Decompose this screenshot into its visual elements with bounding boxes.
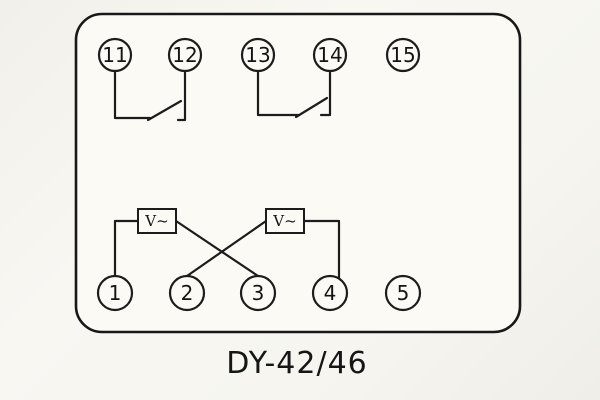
terminal-11: 11 xyxy=(97,37,133,73)
terminal-2-circle xyxy=(168,274,206,312)
terminal-13-circle xyxy=(240,37,276,73)
contact-13-14-moving-line xyxy=(319,69,332,117)
contact-11-12-blade xyxy=(146,99,183,122)
voltage-coil-2-box xyxy=(265,208,305,234)
voltage-coil-2: V~ xyxy=(265,208,305,234)
panel-outline xyxy=(74,12,522,334)
contact-11-12-moving-line xyxy=(176,69,187,122)
terminal-14: 14 xyxy=(312,37,348,73)
terminal-4: 4 xyxy=(311,274,349,312)
terminal-5-circle xyxy=(384,274,422,312)
terminal-2: 2 xyxy=(168,274,206,312)
voltage-coil-1: V~ xyxy=(137,208,177,234)
terminal-1: 1 xyxy=(96,274,134,312)
terminal-15: 15 xyxy=(385,37,421,73)
contact-11-12-fixed-line xyxy=(113,69,152,120)
wire-coil2-to-terminal4 xyxy=(302,219,341,280)
wire-coil1-to-terminal3 xyxy=(174,219,260,278)
terminal-1-circle xyxy=(96,274,134,312)
terminal-11-label: 11 xyxy=(102,43,127,67)
terminal-3: 3 xyxy=(239,274,277,312)
contact-11-12 xyxy=(113,69,187,122)
contact-13-14-blade xyxy=(294,96,329,119)
wire-terminal1-to-coil1 xyxy=(113,219,140,278)
terminal-12-circle xyxy=(167,37,203,73)
voltage-coil-1-label: V~ xyxy=(144,212,168,230)
wire-terminal2-to-coil2 xyxy=(185,219,268,278)
terminal-4-circle xyxy=(311,274,349,312)
terminal-13-label: 13 xyxy=(245,43,270,67)
coil-wiring xyxy=(113,219,341,280)
contact-13-14-fixed-line xyxy=(256,69,300,117)
terminal-3-label: 3 xyxy=(252,281,265,305)
terminal-15-circle xyxy=(385,37,421,73)
terminal-12-label: 12 xyxy=(172,43,197,67)
terminal-14-label: 14 xyxy=(317,43,342,67)
voltage-coil-1-box xyxy=(137,208,177,234)
terminal-13: 13 xyxy=(240,37,276,73)
terminal-15-label: 15 xyxy=(390,43,415,67)
voltage-coil-2-label: V~ xyxy=(272,212,296,230)
diagram-caption: DY-42/46 xyxy=(226,346,368,381)
terminal-12: 12 xyxy=(167,37,203,73)
contact-13-14 xyxy=(256,69,332,119)
terminal-2-label: 2 xyxy=(181,281,194,305)
terminal-14-circle xyxy=(312,37,348,73)
terminal-5: 5 xyxy=(384,274,422,312)
terminal-3-circle xyxy=(239,274,277,312)
terminal-1-label: 1 xyxy=(109,281,122,305)
terminal-11-circle xyxy=(97,37,133,73)
terminal-4-label: 4 xyxy=(324,281,337,305)
terminal-5-label: 5 xyxy=(397,281,410,305)
